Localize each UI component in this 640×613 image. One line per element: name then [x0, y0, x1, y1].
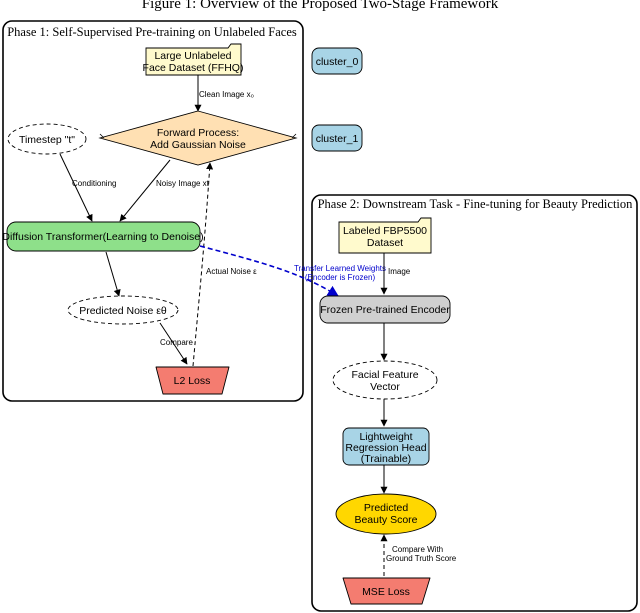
svg-text:Diffusion Transformer(Learning: Diffusion Transformer(Learning to Denois… — [2, 231, 203, 243]
edge-l2-forward — [192, 162, 214, 367]
node-predicted-noise: Predicted Noise εθ — [67, 295, 179, 325]
svg-text:Beauty Score: Beauty Score — [354, 514, 417, 526]
node-regression-head: Lightweight Regression Head (Trainable) — [342, 427, 430, 466]
edge-label-clean-image: Clean Image x₀ — [199, 90, 254, 99]
node-diffusion-transformer: Diffusion Transformer(Learning to Denois… — [2, 221, 204, 252]
svg-text:Lightweight: Lightweight — [359, 431, 412, 443]
phase2-cluster — [311, 194, 638, 612]
phase1-cluster — [2, 20, 304, 402]
legend-cluster-1: cluster_1 — [311, 124, 363, 152]
legend-cluster-0-label: cluster_0 — [316, 56, 359, 68]
svg-text:Labeled FBP5500: Labeled FBP5500 — [343, 225, 427, 237]
node-mse-loss: MSE Loss — [342, 577, 431, 605]
svg-text:Large Unlabeled: Large Unlabeled — [154, 50, 231, 62]
legend-cluster-1-label: cluster_1 — [316, 133, 359, 145]
svg-text:Forward Process:: Forward Process: — [157, 127, 239, 139]
phase1-label: Phase 1: Self-Supervised Pre-training on… — [7, 25, 297, 39]
svg-text:MSE Loss: MSE Loss — [362, 586, 410, 598]
phase2-label: Phase 2: Downstream Task - Fine-tuning f… — [318, 197, 634, 211]
node-forward-process: Forward Process: Add Gaussian Noise — [98, 110, 298, 166]
svg-text:Face Dataset (FFHQ): Face Dataset (FFHQ) — [143, 62, 244, 74]
edge-label-transfer-1: Transfer Learned Weights — [294, 264, 386, 273]
svg-text:Predicted: Predicted — [364, 502, 409, 514]
svg-text:L2 Loss: L2 Loss — [174, 375, 211, 387]
svg-text:(Trainable): (Trainable) — [361, 453, 411, 465]
edge-transformer-prednoise — [105, 251, 121, 297]
svg-text:Predicted Noise εθ: Predicted Noise εθ — [79, 305, 167, 317]
edge-label-noisy-image: Noisy Image xt — [156, 179, 210, 188]
edge-label-compare-gt-1: Compare With — [392, 545, 443, 554]
svg-text:Frozen Pre-trained Encoder: Frozen Pre-trained Encoder — [320, 304, 450, 316]
edge-label-actual-noise: Actual Noise ε — [206, 267, 257, 276]
edge-transfer-weights — [199, 245, 339, 297]
legend-cluster-0: cluster_0 — [311, 47, 363, 75]
node-fbp-dataset: Labeled FBP5500 Dataset — [338, 217, 432, 254]
svg-text:Facial Feature: Facial Feature — [351, 369, 418, 381]
node-frozen-encoder: Frozen Pre-trained Encoder — [319, 295, 451, 324]
node-l2-loss: L2 Loss — [155, 366, 230, 395]
svg-text:Regression Head: Regression Head — [345, 442, 426, 454]
edge-label-image: Image — [388, 267, 411, 276]
edge-label-conditioning: Conditioning — [72, 179, 116, 188]
edge-timestep-transformer — [59, 153, 93, 222]
edge-label-compare: Compare — [160, 338, 193, 347]
edge-label-compare-gt-2: Ground Truth Score — [386, 554, 457, 563]
figure-title: Figure 1: Overview of the Proposed Two-S… — [142, 0, 499, 12]
edge-label-transfer-2: (Encoder is Frozen) — [305, 273, 376, 282]
svg-text:Add Gaussian Noise: Add Gaussian Noise — [150, 139, 246, 151]
node-feature-vector: Facial Feature Vector — [332, 360, 438, 400]
node-predicted-beauty: Predicted Beauty Score — [335, 493, 437, 535]
svg-text:Dataset: Dataset — [367, 237, 403, 249]
svg-text:Timestep "t": Timestep "t" — [19, 134, 75, 146]
svg-text:Vector: Vector — [370, 381, 400, 393]
edge-prednoise-l2 — [159, 322, 188, 365]
node-ffhq-dataset: Large Unlabeled Face Dataset (FFHQ) — [143, 43, 244, 76]
node-timestep: Timestep "t" — [7, 123, 87, 155]
edge-forward-transformer — [119, 159, 171, 222]
